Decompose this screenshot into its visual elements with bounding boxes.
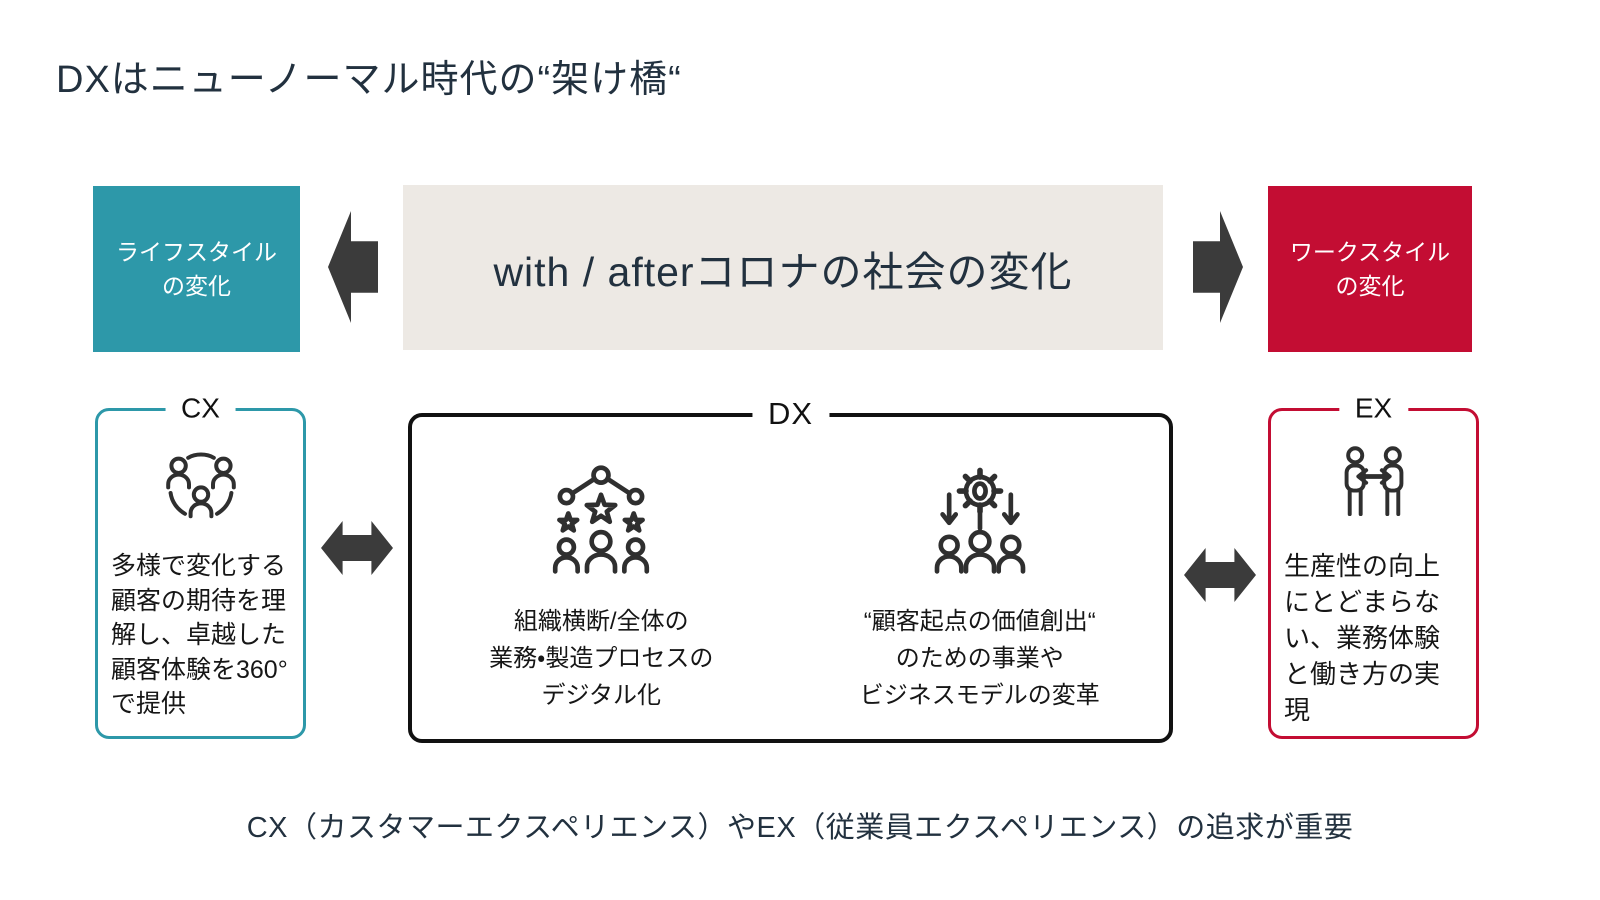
cx-card: CX 多様で変化する 顧客の期待を理 解し、卓越した 顧客体験を360° で提供 [95,392,306,739]
people-exchange-icon [1344,446,1403,517]
ex-description: 生産性の向上 にとどまらな い、業務体験 と働き方の実 現 [1284,551,1441,725]
double-arrow-icon [321,521,393,575]
dx-item-business-model: “顧客起点の価値創出“ のための事業や ビジネスモデルの変革 [791,417,1170,739]
arrow-left-icon [328,211,378,323]
dx-item-business-model-text: “顧客起点の価値創出“ のための事業や ビジネスモデルの変革 [859,608,1100,710]
double-arrow-icon [1184,548,1256,602]
workstyle-change-box: ワークスタイル の変化 [1268,186,1472,352]
people-stars-icon [553,465,650,574]
page-title: DXはニューノーマル時代の“架け橋“ [56,59,682,101]
footer-caption: CX（カスタマーエクスペリエンス）やEX（従業員エクスペリエンス）の追求が重要 [246,812,1354,844]
arrow-right-icon [1193,211,1243,323]
dx-item-process-text: 組織横断/全体の 業務・製造プロセスの デジタル化 [489,608,714,710]
dx-card: DX [408,396,1173,743]
gear-people-icon [934,467,1026,574]
corona-society-change-label: with / afterコロナの社会の変化 [493,248,1073,295]
dx-item-process: 組織横断/全体の 業務・製造プロセスの デジタル化 [412,417,791,739]
lifestyle-change-label: ライフスタイル の変化 [116,238,277,300]
people-network-icon [165,452,236,519]
cx-description: 多様で変化する 顧客の期待を理 解し、卓越した 顧客体験を360° で提供 [111,552,288,718]
dx-card-title: DX [751,396,830,433]
corona-society-change-box: with / afterコロナの社会の変化 [403,185,1163,350]
lifestyle-change-box: ライフスタイル の変化 [93,186,300,352]
ex-card: EX 生産性の向上 にとどまらな い、業務体験 と働き方の実 現 [1268,392,1479,739]
ex-card-title: EX [1338,392,1409,425]
cx-card-title: CX [165,392,236,425]
workstyle-change-label: ワークスタイル の変化 [1289,238,1451,300]
